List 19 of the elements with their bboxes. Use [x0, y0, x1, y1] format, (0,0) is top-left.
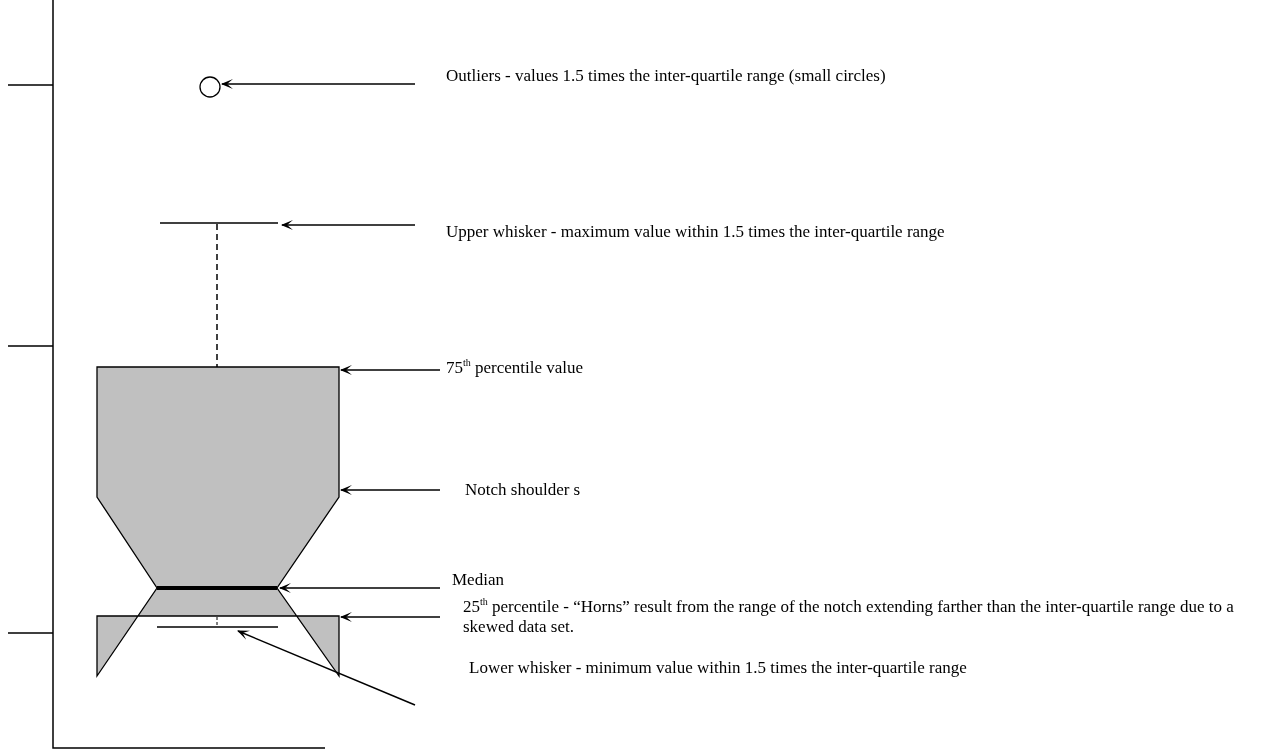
arrow	[221, 79, 416, 89]
callout-text: Median	[452, 570, 652, 590]
arrow	[279, 583, 441, 593]
median-line	[157, 586, 277, 590]
arrow	[281, 220, 416, 230]
arrow	[340, 365, 441, 375]
notched-box	[96, 366, 340, 679]
callout-text: 75$^{th}$ percentile value	[446, 358, 846, 378]
outlier-circle	[199, 76, 221, 98]
callout-text: 25$^{th}$ percentile - “Horns” result from the range of the notch extending farther than the inter-quartile range due to a skewed data set.	[463, 597, 1281, 637]
callout-text: Notch shoulder s	[465, 480, 865, 500]
whisker-line	[156, 626, 279, 628]
callout-text: Outliers - values 1.5 times the inter-quartile range (small circles)	[446, 66, 1266, 86]
callout-text: Upper whisker - maximum value within 1.5 times the inter-quartile range	[446, 222, 1266, 242]
whisker-line	[159, 222, 279, 224]
arrow	[340, 485, 441, 495]
arrow	[340, 612, 441, 622]
callout-text: Lower whisker - minimum value within 1.5 times the inter-quartile range	[469, 658, 1269, 678]
arrow	[237, 630, 416, 706]
